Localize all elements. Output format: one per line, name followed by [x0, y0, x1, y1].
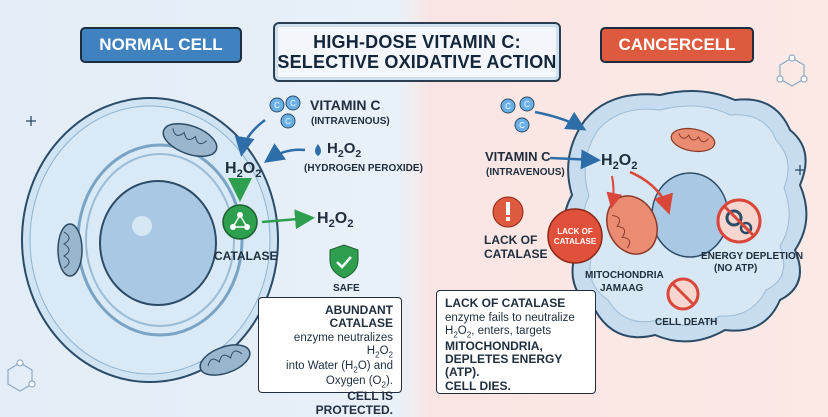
output-h2o2-label: H2O2 — [317, 210, 353, 231]
vitamin-c-label-right: VITAMIN C — [485, 150, 550, 164]
vitamin-c-molecules-left: C C C — [270, 96, 300, 128]
decorative-molecule-right — [777, 55, 807, 86]
explanation-line-1: enzyme neutralizes H2O2 — [267, 332, 393, 360]
abundant-catalase-heading: ABUNDANT CATALASE — [267, 304, 393, 330]
intravenous-label-right: (INTRAVENOUS) — [486, 167, 565, 178]
svg-text:C: C — [274, 101, 280, 110]
h2o2-main-label: H2O2 — [225, 160, 261, 181]
svg-text:C: C — [285, 117, 291, 126]
cancer-cell-explanation: LACK OF CATALASE enzyme fails to neutral… — [436, 290, 596, 394]
intravenous-label-left: (INTRAVENOUS) — [311, 116, 390, 127]
lack-of-catalase-label: LACK OF — [484, 234, 537, 247]
energy-depletion-label: ENERGY DEPLETION — [701, 251, 803, 262]
title-line-2: SELECTIVE OXIDATIVE ACTION — [275, 53, 559, 73]
normal-cell-explanation: ABUNDANT CATALASE enzyme neutralizes H2O… — [258, 297, 402, 393]
shield-check-icon — [330, 245, 358, 278]
mitochondria-damage-label: MITOCHONDRIA — [585, 270, 664, 281]
explanation-line-2: into Water (H2O) and — [267, 360, 393, 375]
cell-death-label: CELL DEATH — [655, 317, 717, 328]
enters-line: H2O2, enters, targets — [445, 325, 587, 340]
cell-protected-text: CELL IS PROTECTED. — [267, 390, 393, 416]
normal-cell-label: NORMAL CELL — [80, 27, 242, 63]
title-box: HIGH-DOSE VITAMIN C: SELECTIVE OXIDATIVE… — [273, 22, 561, 82]
svg-text:C: C — [519, 121, 525, 130]
normal-cell-illustration — [22, 98, 278, 382]
badge-text-2: CATALASE — [552, 238, 598, 247]
svg-text:C: C — [505, 102, 511, 111]
lack-catalase-heading: LACK OF CATALASE — [445, 297, 587, 310]
badge-text-1: LACK OF — [552, 228, 598, 237]
drop-icon — [315, 144, 321, 156]
arrow-peroxide-in — [268, 150, 305, 160]
depletes-energy-text: DEPLETES ENERGY (ATP). — [445, 353, 587, 379]
safe-label: SAFE — [333, 283, 360, 294]
catalase-enzyme-icon — [223, 205, 257, 239]
mitochondria-damage-label-2: JAMAAG — [600, 283, 643, 294]
explanation-line-3: Oxygen (O2). — [267, 375, 393, 390]
no-atp-label: (NO ATP) — [714, 263, 757, 274]
gears-no-atp-icon — [718, 200, 760, 242]
catalase-label: CATALASE — [214, 250, 278, 263]
lack-of-catalase-label-2: CATALASE — [484, 248, 548, 261]
cancer-h2o2-label: H2O2 — [601, 152, 637, 173]
vitamin-c-molecules-right: C C C — [501, 97, 534, 132]
mitochondrion-left — [58, 224, 82, 276]
arrow-vitc-into-cancer — [535, 112, 582, 128]
svg-text:C: C — [524, 100, 530, 109]
vitamin-c-label-left: VITAMIN C — [310, 98, 381, 113]
title-line-1: HIGH-DOSE VITAMIN C: — [275, 33, 559, 53]
cell-death-icon — [668, 279, 698, 309]
cancer-cell-label: CANCERCELL — [600, 27, 754, 63]
fails-line: enzyme fails to neutralize — [445, 312, 587, 325]
h2o2-side-label: H2O2 — [327, 141, 361, 161]
svg-text:C: C — [290, 99, 296, 108]
hydrogen-peroxide-label: (HYDROGEN PEROXIDE) — [304, 163, 423, 174]
cell-dies-text: CELL DIES. — [445, 380, 587, 393]
decorative-molecule-left — [8, 360, 35, 391]
warning-icon — [493, 197, 523, 227]
